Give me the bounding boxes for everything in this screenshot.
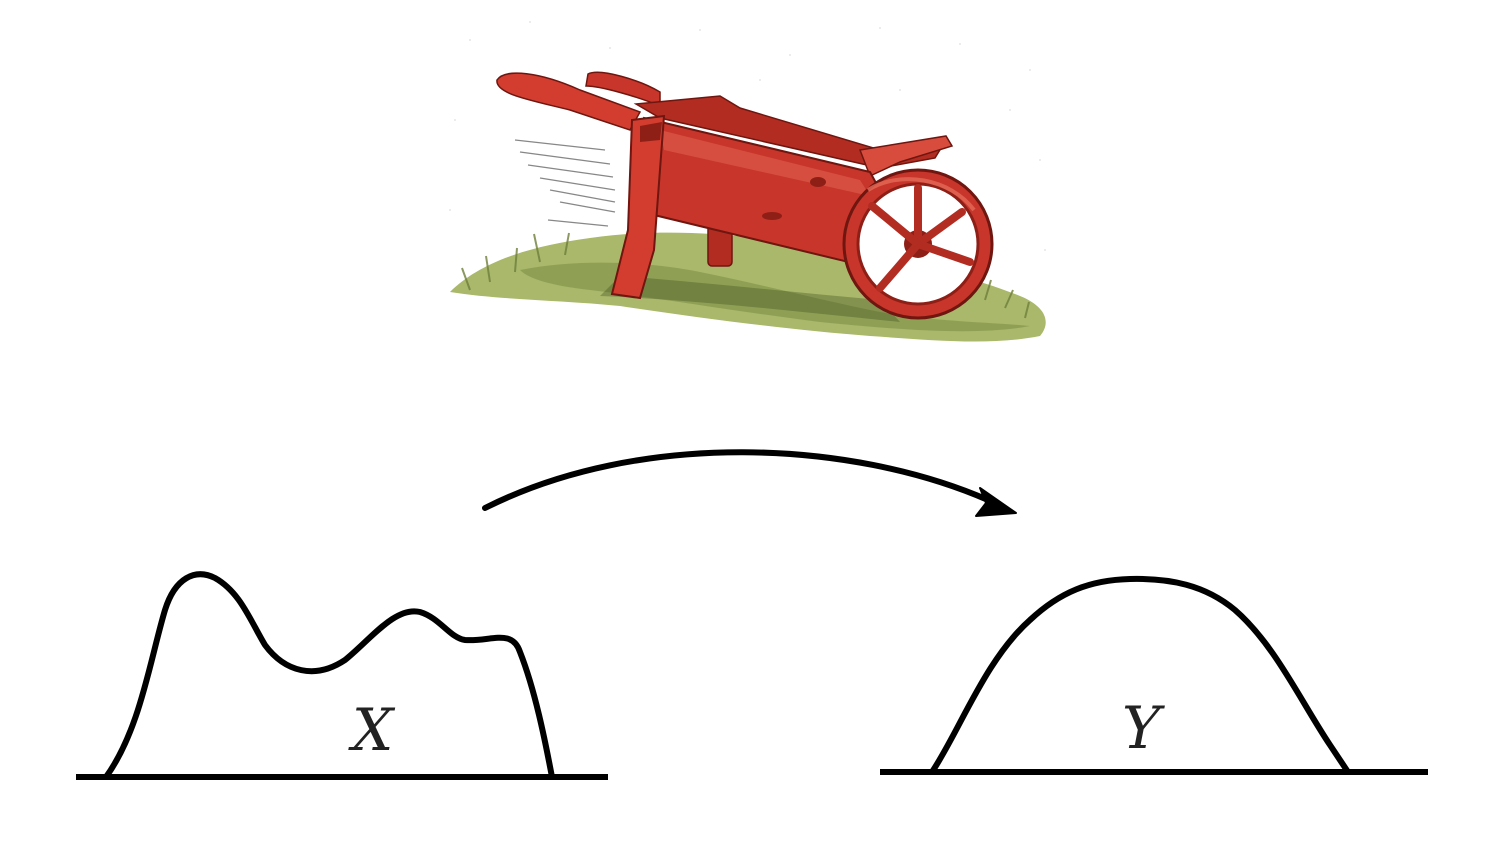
pile-y-outline bbox=[929, 575, 1351, 775]
pile-x: X bbox=[76, 571, 608, 780]
pile-y: Y bbox=[880, 575, 1428, 775]
wheelbarrow-bolt bbox=[810, 177, 826, 187]
label-y: Y bbox=[1122, 694, 1165, 762]
wheelbarrow-leg-brace bbox=[640, 122, 662, 142]
transport-arrow bbox=[482, 449, 1017, 517]
label-x: X bbox=[348, 696, 396, 764]
wheelbarrow-bolt bbox=[762, 212, 782, 220]
arrow-curve bbox=[482, 449, 991, 511]
wheelbarrow-illustration bbox=[449, 21, 1046, 342]
wheelbarrow-leg-front bbox=[610, 114, 666, 300]
arrowhead-icon bbox=[975, 487, 1017, 517]
pile-x-outline bbox=[103, 571, 555, 780]
motion-lines bbox=[514, 139, 616, 227]
paper-texture bbox=[449, 21, 1046, 251]
grass-shade bbox=[520, 262, 1030, 332]
wheelbarrow-wheel bbox=[842, 168, 994, 320]
wheelbarrow-shadow bbox=[600, 276, 900, 322]
